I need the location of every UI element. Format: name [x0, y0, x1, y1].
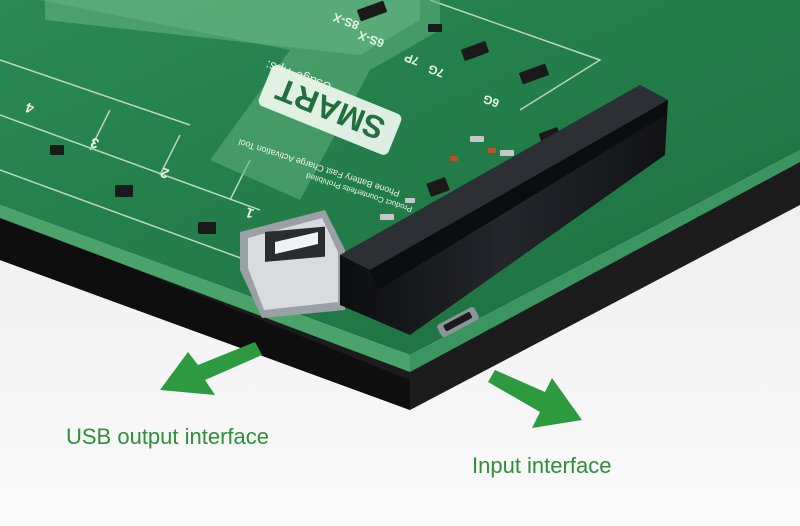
usb-output-arrow — [160, 342, 262, 395]
input-arrow — [488, 370, 582, 428]
usb-port — [240, 210, 345, 318]
input-interface-caption: Input interface — [472, 453, 612, 478]
model-label-7g: 7G — [426, 62, 446, 81]
model-label-7p: 7P — [402, 50, 421, 68]
usb-output-interface-caption: USB output interface — [66, 424, 270, 449]
model-label-6g: 6G — [481, 92, 501, 111]
pcb-board — [0, 0, 800, 355]
input-connector — [340, 85, 668, 337]
silkscreen-lines — [0, 0, 602, 321]
